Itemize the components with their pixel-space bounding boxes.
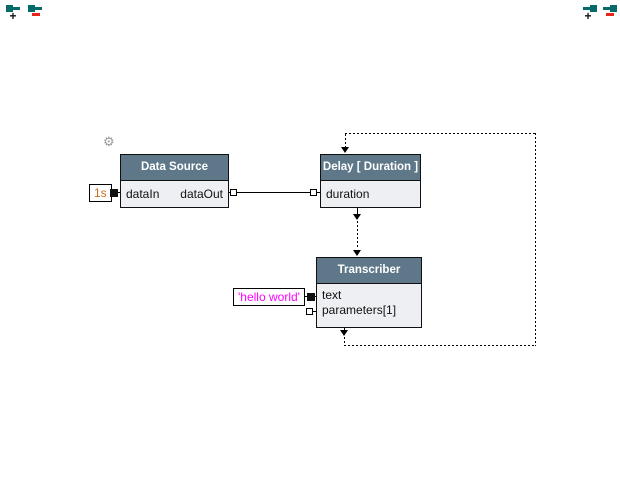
- connection-feedback: [535, 133, 536, 346]
- arrowhead-down-icon: [353, 214, 361, 220]
- port-label-dataout: dataOut: [180, 187, 223, 201]
- literal-hello-world[interactable]: 'hello world': [233, 288, 305, 306]
- port-icon: [6, 5, 13, 12]
- port-stem-icon: [34, 7, 42, 10]
- port-square-dataout[interactable]: [230, 189, 237, 196]
- node-title: Delay [ Duration ]: [321, 155, 420, 181]
- port-square-text[interactable]: [307, 293, 315, 301]
- node-title: Transcriber: [317, 258, 421, 284]
- connection-feedback: [345, 133, 536, 134]
- port-label-parameters: parameters[1]: [322, 303, 397, 317]
- node-title: Data Source: [121, 155, 228, 181]
- connection-feedback: [345, 134, 346, 147]
- minus-icon: [606, 13, 614, 16]
- port-icon: [590, 5, 597, 12]
- connection-feedback: [344, 345, 536, 346]
- port-stem-icon: [603, 7, 611, 10]
- arrowhead-down-icon: [341, 147, 349, 153]
- minus-icon: [32, 13, 40, 16]
- plus-icon: +: [584, 9, 592, 23]
- arrowhead-down-icon: [353, 250, 361, 256]
- port-label-duration: duration: [326, 187, 370, 201]
- node-data-source[interactable]: Data Source dataIn dataOut: [120, 154, 229, 208]
- gear-icon[interactable]: ⚙: [103, 135, 115, 150]
- connection-dataout-duration: [229, 192, 320, 193]
- node-delay[interactable]: Delay [ Duration ] duration: [320, 154, 421, 208]
- plus-icon: +: [9, 9, 17, 23]
- arrowhead-down-icon: [340, 330, 348, 336]
- port-square-duration[interactable]: [310, 189, 317, 196]
- port-square-parameters[interactable]: [306, 308, 313, 315]
- port-icon: [28, 5, 35, 12]
- port-stem-icon: [12, 7, 20, 10]
- literal-1s[interactable]: 1s: [89, 184, 112, 202]
- connection-feedback: [344, 337, 345, 346]
- port-square-datain[interactable]: [110, 189, 118, 197]
- connection-delay-transcriber: [357, 208, 358, 216]
- connection-delay-transcriber: [357, 221, 358, 248]
- port-icon: [610, 5, 617, 12]
- port-stem-icon: [583, 7, 591, 10]
- port-label-text: text: [322, 288, 342, 302]
- node-transcriber[interactable]: Transcriber text parameters[1]: [316, 257, 422, 328]
- port-label-datain: dataIn: [126, 187, 160, 201]
- connection-feedback: [344, 328, 345, 331]
